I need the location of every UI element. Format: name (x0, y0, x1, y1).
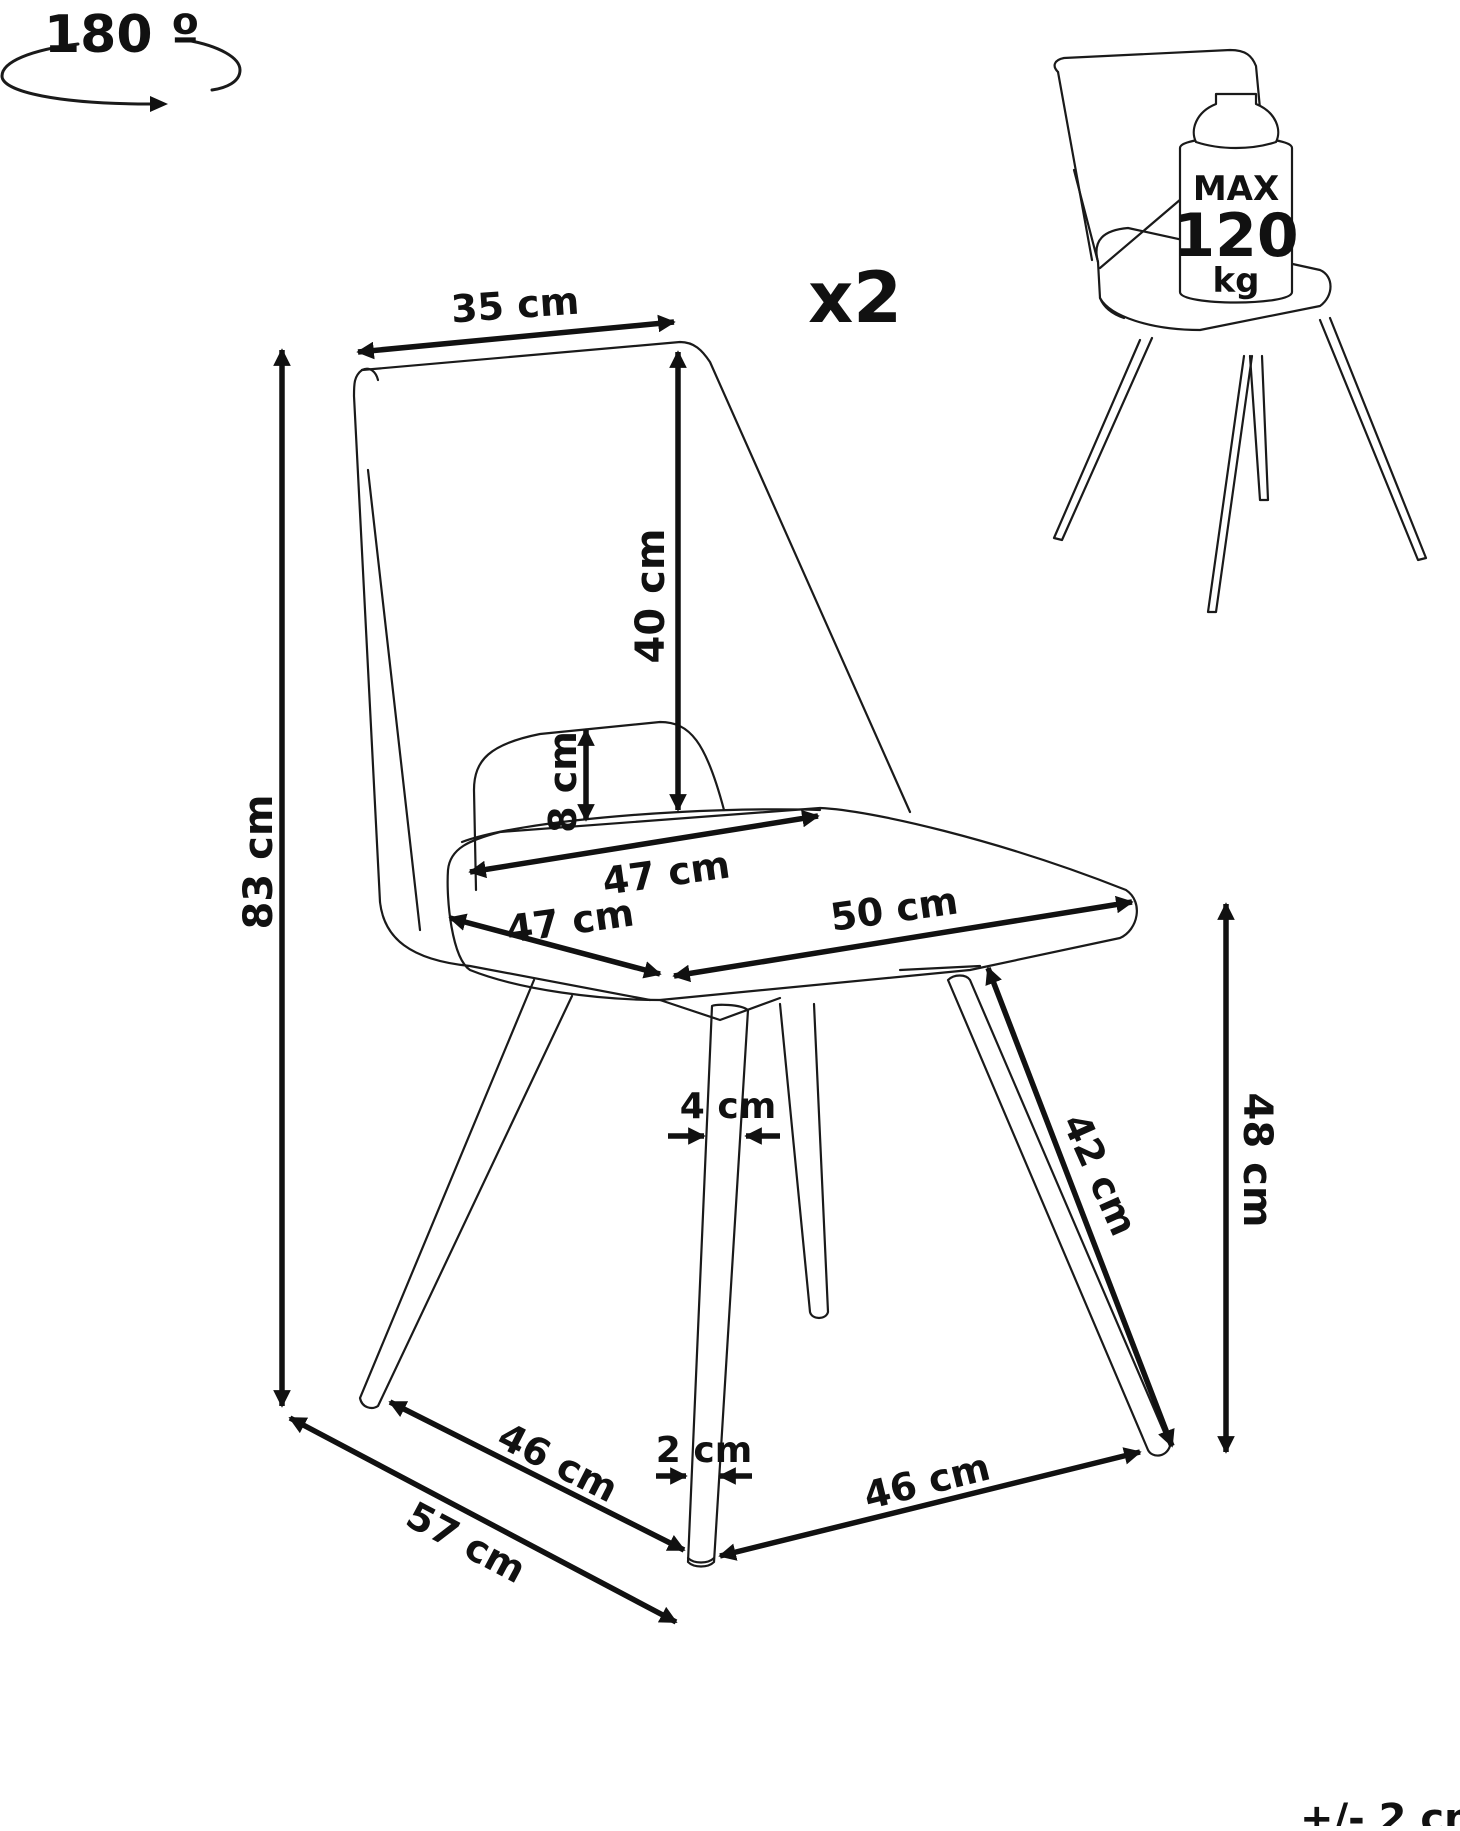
label-leg-span-left: 46 cm (491, 1414, 625, 1511)
label-total-height: 83 cm (236, 795, 282, 930)
dim-leg-span-right-line (718, 1447, 1142, 1561)
quantity-label: x2 (808, 257, 902, 339)
label-foot-width: 2 cm (656, 1430, 752, 1471)
label-backrest-height: 40 cm (628, 529, 674, 664)
dim-seat-depth-back-line (468, 809, 820, 879)
dim-seat-depth-side-line (448, 913, 662, 979)
label-leg-width: 4 cm (680, 1086, 776, 1127)
label-gap-height: 8 cm (541, 731, 585, 833)
label-seat-height: 48 cm (1234, 1093, 1280, 1228)
label-total-depth: 57 cm (399, 1493, 533, 1592)
dim-backrest-width-line (356, 314, 676, 360)
dim-leg-length-line (985, 966, 1175, 1448)
max-load-chair-illustration: MAX 120 kg (1052, 48, 1428, 614)
label-backrest-width: 35 cm (450, 279, 581, 332)
rotation-label: 180 º (44, 5, 200, 65)
max-load-line3: kg (1213, 261, 1260, 301)
max-load-line1: MAX (1193, 169, 1279, 209)
rotation-icon: 180 º (0, 5, 242, 112)
tolerance-label: +/- 2 cm (1300, 1796, 1460, 1826)
main-chair-outline (352, 340, 1172, 1568)
max-load-line2: 120 (1173, 201, 1298, 271)
label-seat-depth-side: 47 cm (504, 890, 637, 951)
dim-total-depth-line (288, 1415, 678, 1625)
dim-seat-width-line (672, 895, 1134, 983)
dimension-lines (273, 314, 1235, 1625)
